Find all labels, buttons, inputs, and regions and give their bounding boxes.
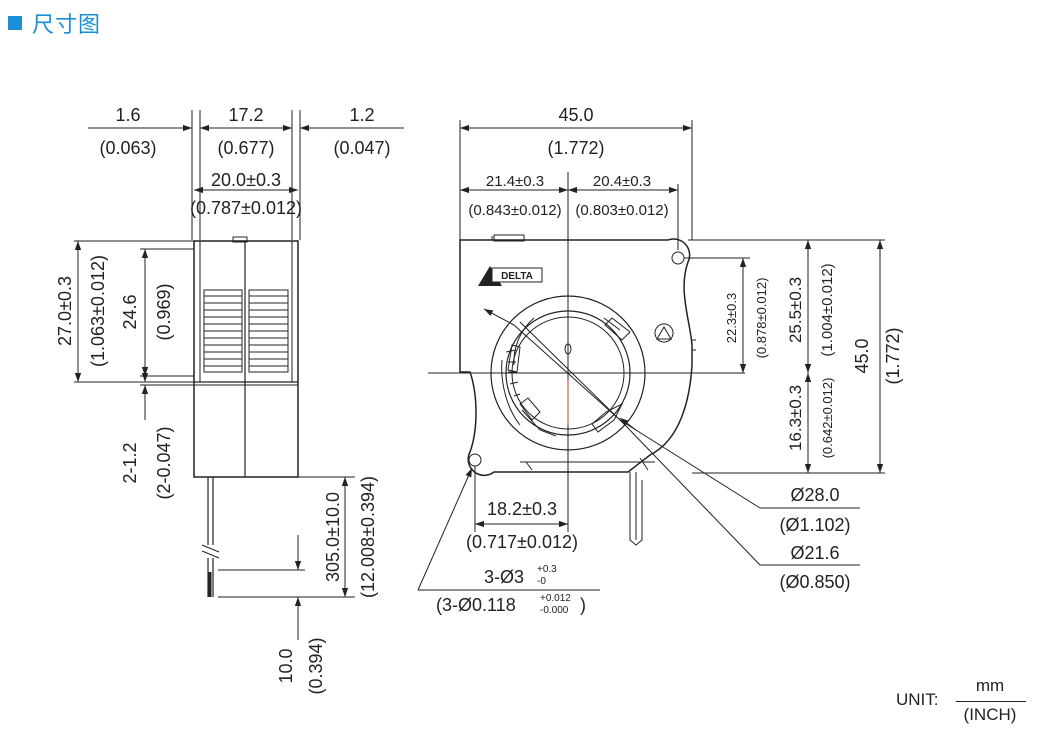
dim-20: 20.0±0.3 [211, 170, 281, 190]
side-wires [201, 477, 220, 597]
dim-20-4-inch: (0.803±0.012) [575, 202, 668, 219]
side-body-outline [193, 240, 299, 478]
dim-20-inch: (0.787±0.012) [190, 198, 302, 218]
dim-1-6: 1.6 [115, 105, 140, 125]
dim-45-width-inch: (1.772) [547, 138, 604, 158]
hole-tol-up: +0.3 [537, 564, 557, 575]
front-view-labels: DELTA 45.0 (1.772) 21.4±0.3 (0.843±0.012… [436, 105, 903, 616]
unit-legend: UNIT: mm (INCH) [896, 676, 1036, 728]
dim-24-6-inch: (0.969) [154, 283, 174, 340]
dim-2-1-2: 2-1.2 [120, 442, 140, 483]
dim-20-4: 20.4±0.3 [593, 173, 651, 190]
dim-17-2: 17.2 [228, 105, 263, 125]
hole-callout-inch: (3-Ø0.118 [436, 595, 516, 615]
dim-d21-6-inch: (Ø0.850) [779, 572, 850, 592]
mount-hole-top-right [671, 251, 685, 265]
dim-1-2-inch: (0.047) [333, 138, 390, 158]
dim-21-4: 21.4±0.3 [486, 173, 544, 190]
square-bullet-icon [8, 16, 22, 30]
page-header: 尺寸图 [8, 8, 101, 38]
dim-305-inch: (12.008±0.394) [358, 476, 378, 598]
dim-1-2: 1.2 [349, 105, 374, 125]
dim-45-width: 45.0 [558, 105, 593, 125]
dim-d21-6: Ø21.6 [790, 543, 839, 563]
hole-callout: 3-Ø3 [484, 567, 524, 587]
unit-fraction-line [956, 701, 1026, 703]
unit-denominator: (INCH) [963, 705, 1017, 724]
hole-tol-down: -0 [537, 576, 546, 587]
front-view [417, 120, 885, 591]
warning-triangle-icon [654, 323, 674, 343]
dim-24-6: 24.6 [120, 294, 140, 329]
dim-27: 27.0±0.3 [55, 276, 75, 346]
unit-label: UNIT: [896, 690, 939, 709]
dim-2-1-2-inch: (2-0.047) [154, 426, 174, 499]
logo-text: DELTA [501, 271, 533, 282]
hole-callout-close: ) [580, 595, 586, 615]
dim-45-height-inch: (1.772) [883, 327, 903, 384]
delta-logo [478, 266, 543, 286]
dim-22-3-inch: (0.878±0.012) [754, 278, 769, 359]
dim-18-2: 18.2±0.3 [487, 499, 557, 519]
dim-10: 10.0 [276, 648, 296, 683]
side-vents [203, 289, 289, 373]
dim-21-4-inch: (0.843±0.012) [468, 202, 561, 219]
dim-305: 305.0±10.0 [323, 492, 343, 582]
dim-17-2-inch: (0.677) [217, 138, 274, 158]
unit-numerator: mm [975, 676, 1005, 695]
dim-25-5: 25.5±0.3 [786, 277, 805, 343]
dim-1-6-inch: (0.063) [99, 138, 156, 158]
hole-tol-down-inch: -0.000 [540, 605, 569, 616]
fan-housing-outline [459, 238, 693, 477]
side-view [74, 110, 404, 640]
dim-d28-inch: (Ø1.102) [779, 515, 850, 535]
dim-22-3: 22.3±0.3 [724, 293, 739, 344]
side-view-labels: 1.6 (0.063) 17.2 (0.677) 1.2 (0.047) 20.… [55, 105, 391, 695]
dim-45-height: 45.0 [852, 338, 872, 373]
side-top-tab [232, 236, 248, 243]
dim-d28: Ø28.0 [790, 485, 839, 505]
page-title: 尺寸图 [32, 13, 102, 38]
mount-hole-bottom-left [468, 453, 482, 467]
dim-10-inch: (0.394) [306, 637, 326, 694]
dim-16-3: 16.3±0.3 [786, 385, 805, 451]
dim-16-3-inch: (0.642±0.012) [820, 378, 835, 459]
dim-18-2-inch: (0.717±0.012) [466, 532, 578, 552]
dim-25-5-inch: (1.004±0.012) [819, 263, 836, 356]
hole-tol-up-inch: +0.012 [540, 593, 571, 604]
dim-27-inch: (1.063±0.012) [88, 255, 108, 367]
